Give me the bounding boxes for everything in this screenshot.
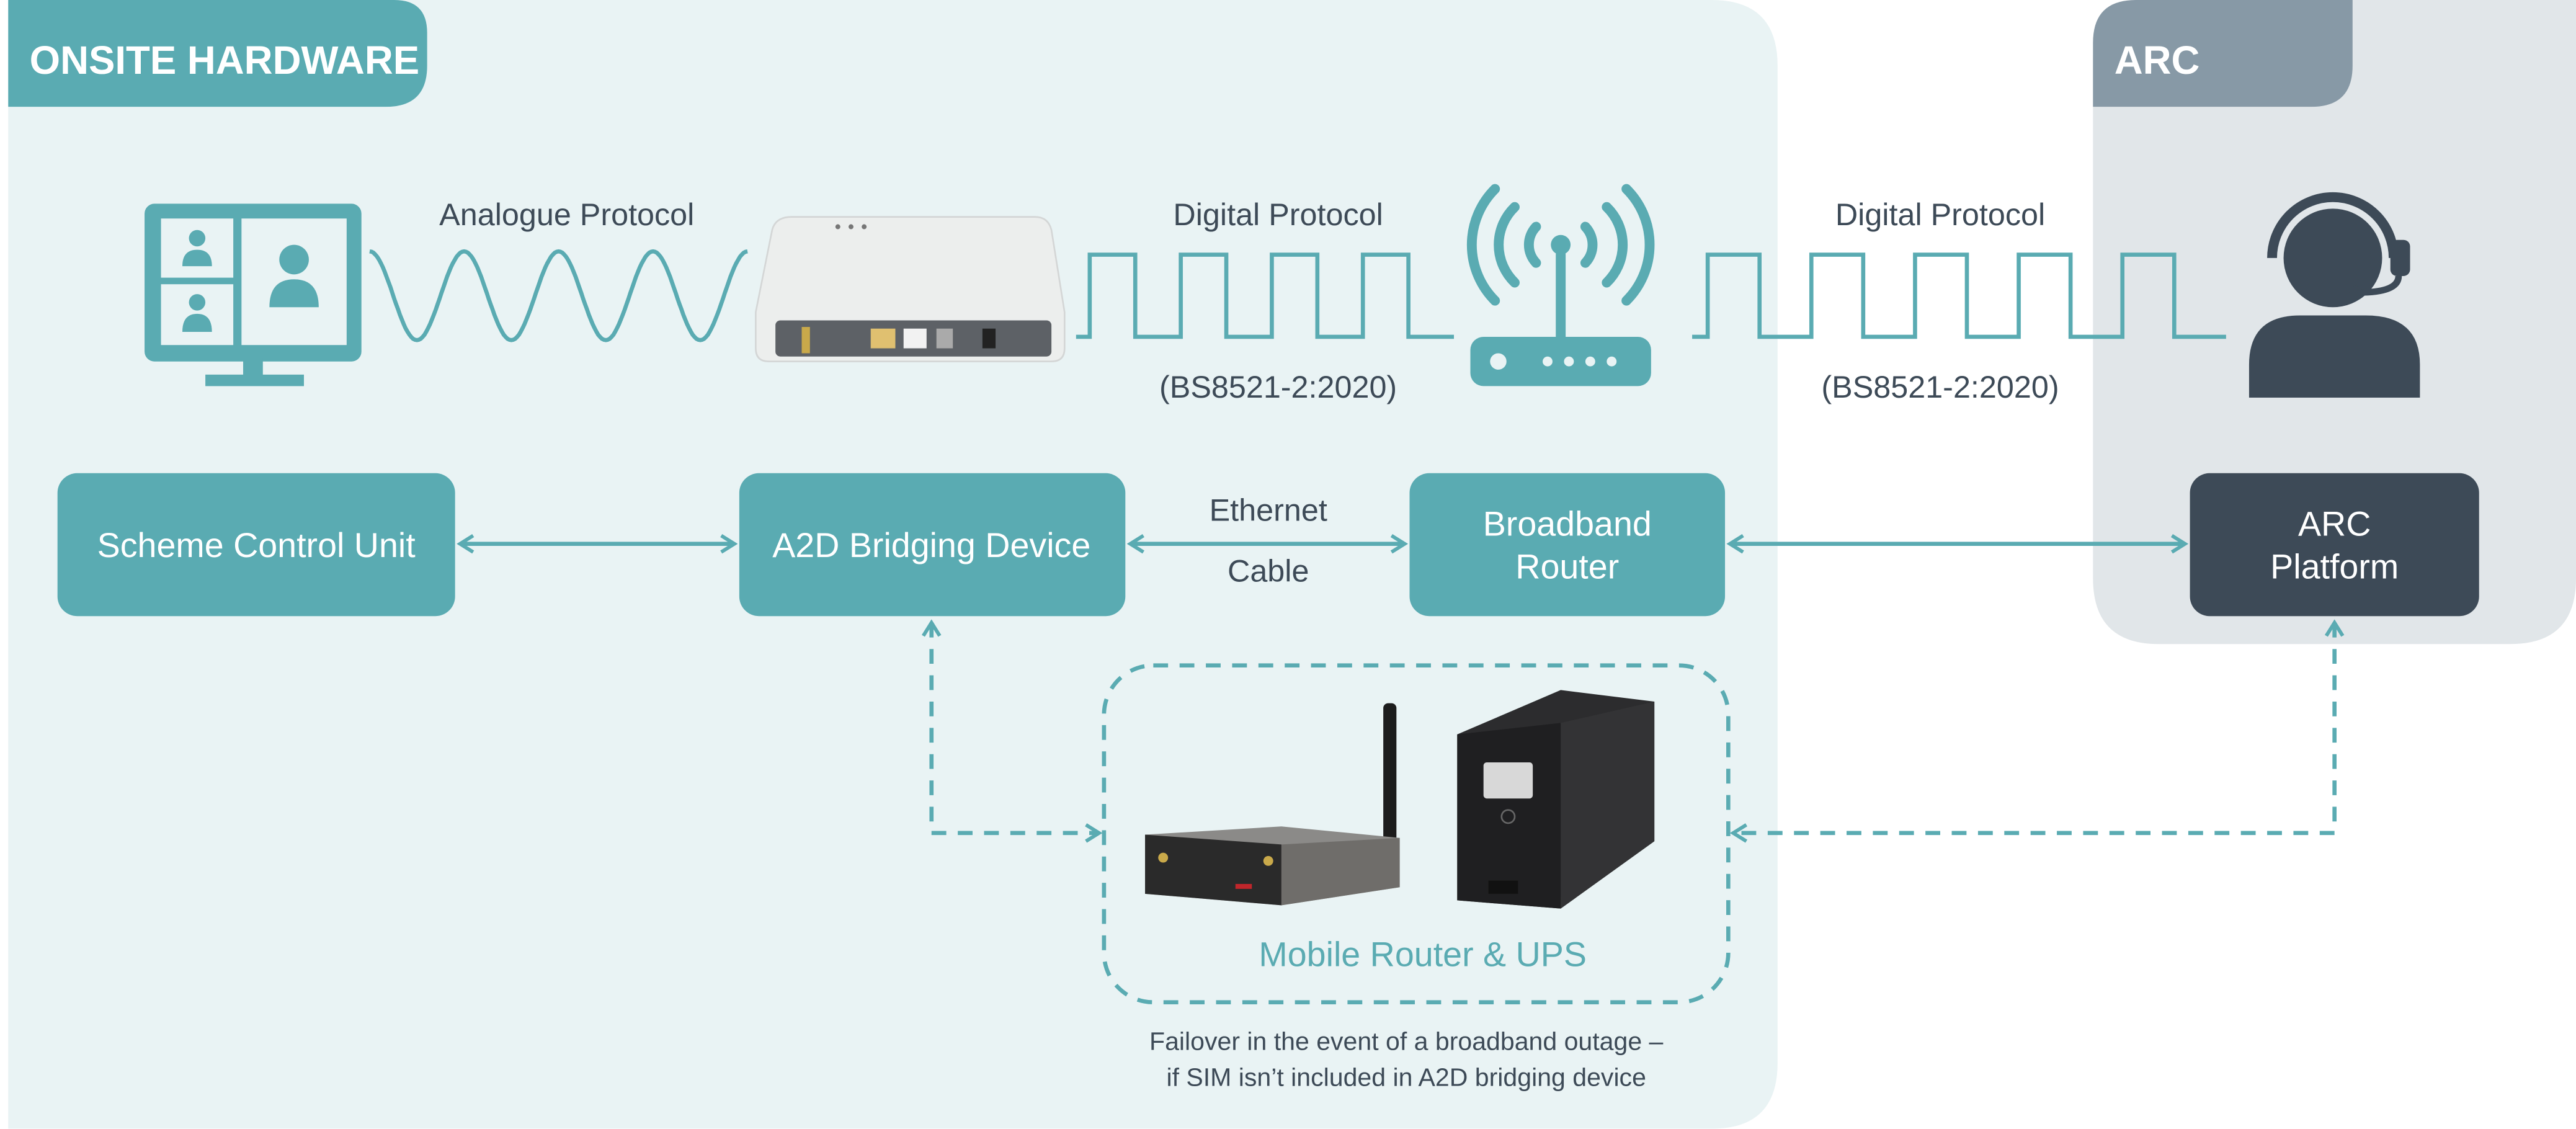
ethernet-label: Ethernet bbox=[1210, 493, 1327, 528]
standard-label-1: (BS8521-2:2020) bbox=[1159, 369, 1397, 404]
broadband-router-label-2: Router bbox=[1515, 547, 1619, 586]
onsite-title: ONSITE HARDWARE bbox=[30, 38, 419, 83]
analogue-protocol-label: Analogue Protocol bbox=[439, 197, 694, 232]
scheme-control-unit-label: Scheme Control Unit bbox=[97, 526, 416, 564]
standard-label-2: (BS8521-2:2020) bbox=[1821, 369, 2059, 404]
arc-title: ARC bbox=[2115, 38, 2200, 83]
mobile-router-ups-label: Mobile Router & UPS bbox=[1259, 935, 1587, 973]
arc-platform-box: ARC Platform bbox=[2190, 473, 2479, 617]
scheme-control-unit-box: Scheme Control Unit bbox=[57, 473, 455, 617]
arc-platform-label-2: Platform bbox=[2270, 547, 2399, 586]
digital-protocol-label-2: Digital Protocol bbox=[1835, 197, 2045, 232]
digital-wave-1 bbox=[1076, 252, 1455, 339]
digital-protocol-label-1: Digital Protocol bbox=[1173, 197, 1383, 232]
failover-note-1: Failover in the event of a broadband out… bbox=[1149, 1027, 1664, 1055]
operator-headset-icon bbox=[2248, 192, 2420, 398]
broadband-router-label-1: Broadband bbox=[1483, 504, 1652, 543]
monitor-video-call-icon bbox=[145, 203, 362, 386]
onsite-header bbox=[8, 0, 427, 107]
broadband-router-box: Broadband Router bbox=[1409, 473, 1726, 617]
dashed-arrow-a2d-failover bbox=[932, 623, 1099, 833]
failover-group bbox=[1102, 663, 1731, 1004]
a2d-bridging-device-label: A2D Bridging Device bbox=[772, 526, 1090, 564]
cable-label: Cable bbox=[1228, 553, 1309, 589]
digital-wave-2 bbox=[1692, 252, 2226, 339]
arc-platform-label-1: ARC bbox=[2298, 504, 2371, 543]
ups-image bbox=[1457, 690, 1655, 909]
arc-header bbox=[2093, 0, 2353, 107]
failover-note-2: if SIM isn’t included in A2D bridging de… bbox=[1166, 1063, 1646, 1092]
a2d-device-image bbox=[755, 216, 1066, 363]
a2d-bridging-device-box: A2D Bridging Device bbox=[739, 473, 1126, 617]
dashed-arrow-arc-failover bbox=[1733, 623, 2334, 833]
analogue-wave bbox=[369, 249, 748, 342]
mobile-router-image bbox=[1145, 703, 1400, 906]
wifi-router-icon bbox=[1466, 184, 1655, 386]
